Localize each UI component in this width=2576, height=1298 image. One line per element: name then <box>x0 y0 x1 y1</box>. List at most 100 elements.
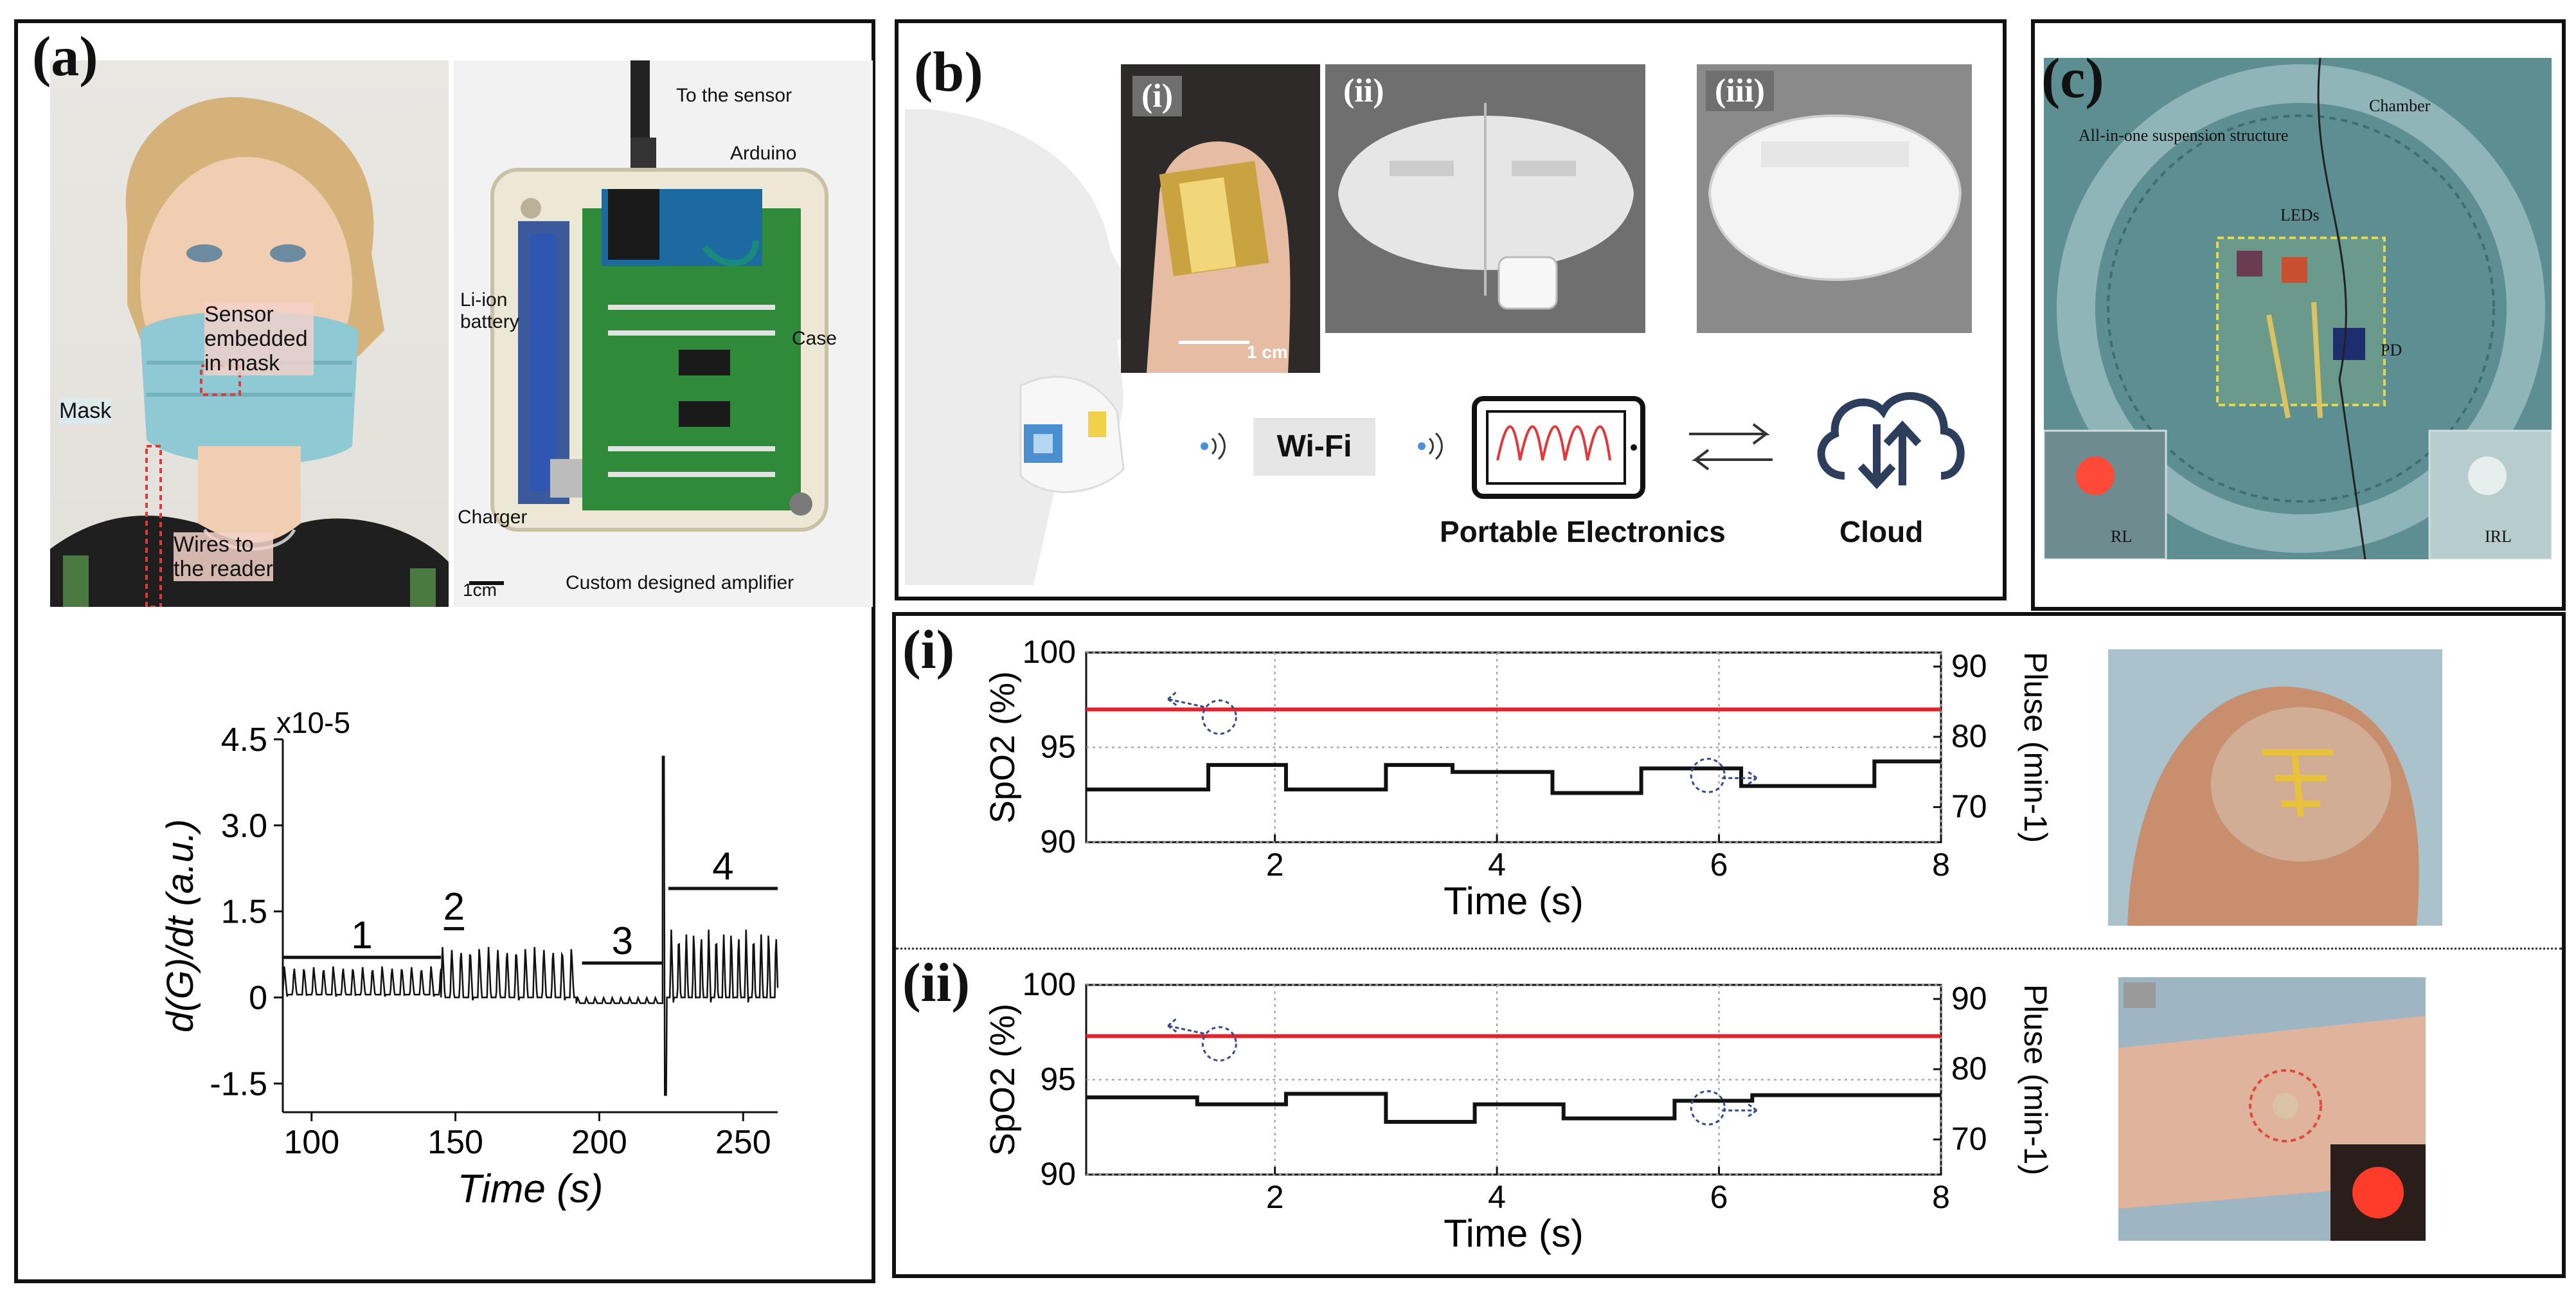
oximeter-illustration <box>2044 58 2552 559</box>
y-axis-label: d(G)/dt (a.u.) <box>159 819 201 1032</box>
y-tick-label: 95 <box>1040 729 1076 765</box>
spo2-axis-arrow <box>1167 1017 1204 1035</box>
li-ion-annotation: Li-ion battery <box>460 289 519 332</box>
mannequin-head <box>905 109 1162 585</box>
y-tick-label: 90 <box>1040 824 1076 860</box>
y-tick-label: 4.5 <box>221 721 267 759</box>
segment-label: 2 <box>443 885 465 928</box>
panel-b-sub-i: (i) <box>1132 76 1183 116</box>
wires-annotation: Wires to the reader <box>174 532 273 581</box>
y-tick-label: -1.5 <box>210 1065 267 1103</box>
panel-b-label: (b) <box>914 41 983 104</box>
x-tick-label: 250 <box>715 1124 771 1161</box>
x-tick-label: 6 <box>1710 1179 1728 1215</box>
reader-device-photo <box>454 60 873 607</box>
leds-annotation: LEDs <box>2280 206 2320 224</box>
sync-arrows-icon <box>1689 423 1773 471</box>
pulse-axis-indicator <box>1690 757 1726 793</box>
pulse-oximeter-photo <box>2044 58 2552 559</box>
x-tick-label: 8 <box>1932 1179 1950 1215</box>
panel-d-sub-ii: (ii) <box>902 951 970 1013</box>
wrist-illustration <box>2118 982 2426 1241</box>
x-tick-label: 100 <box>283 1124 339 1161</box>
fingertip-sensor-photo <box>2108 649 2442 926</box>
y2-tick-label: 70 <box>1951 1121 1987 1157</box>
cloud-label: Cloud <box>1839 515 1924 548</box>
to-sensor-annotation: To the sensor <box>676 85 792 106</box>
n95-mask-illustration <box>1338 103 1634 310</box>
mask-inside-illustration <box>1708 114 1962 281</box>
y-tick-label: 95 <box>1040 1061 1076 1097</box>
y-tick-label: 90 <box>1040 1156 1076 1192</box>
arduino-annotation: Arduino <box>730 143 797 164</box>
x-tick-label: 200 <box>571 1124 627 1161</box>
wifi-label: Wi-Fi <box>1253 418 1375 476</box>
pulse-line <box>1086 759 1941 795</box>
y2-tick-label: 90 <box>1951 648 1987 684</box>
irl-annotation: IRL <box>2485 527 2512 546</box>
y2-axis-label: Pluse (min-1) <box>2017 652 2053 843</box>
spo2-axis-arrow <box>1167 690 1204 708</box>
y-tick-label: 0 <box>249 980 267 1017</box>
sensor-annotation: Sensor embedded in mask <box>204 302 314 375</box>
signal-trace <box>282 755 779 1096</box>
mask-n95-photo <box>1325 64 1645 333</box>
y2-tick-label: 80 <box>1951 718 1987 754</box>
pulse-axis-arrow <box>1722 1103 1758 1118</box>
spo2-axis-indicator <box>1201 699 1237 735</box>
y2-axis-label: Pluse (min-1) <box>2017 984 2053 1175</box>
pd-annotation: PD <box>2381 341 2402 359</box>
amplifier-annotation: Custom designed amplifier <box>566 572 794 593</box>
charger-annotation: Charger <box>458 507 528 528</box>
mask-wearer-photo <box>50 60 449 607</box>
y-tick-label: 100 <box>1023 966 1076 1002</box>
y-tick-label: 100 <box>1023 634 1076 670</box>
rl-annotation: RL <box>2111 527 2133 546</box>
y2-tick-label: 80 <box>1951 1050 1987 1086</box>
pulse-axis-indicator <box>1690 1090 1726 1126</box>
mannequin-illustration <box>905 109 1149 585</box>
cloud-icon <box>1817 392 1965 489</box>
fingertip-illustration <box>2127 686 2419 926</box>
panel-a-label: (a) <box>32 26 98 88</box>
x-axis-label: Time (s) <box>458 1167 604 1211</box>
mask-annotation: Mask <box>59 399 112 424</box>
segment-label: 4 <box>712 845 733 888</box>
wrist-sensor-photo <box>2118 977 2426 1241</box>
wifi-signal-icon-2 <box>1418 432 1443 460</box>
x-tick-label: 4 <box>1488 847 1506 883</box>
pulse-axis-arrow <box>1722 770 1758 786</box>
spo2-axis-indicator <box>1201 1026 1237 1062</box>
case-annotation: Case <box>792 328 837 349</box>
x-tick-label: 6 <box>1710 847 1728 883</box>
finger-sensor-illustration <box>1147 141 1291 373</box>
y-multiplier: x10-5 <box>276 706 350 739</box>
x-tick-label: 2 <box>1266 847 1284 883</box>
y2-tick-label: 70 <box>1951 788 1987 824</box>
x-tick-label: 150 <box>427 1124 483 1161</box>
tablet-icon <box>1472 396 1645 499</box>
segment-label: 3 <box>612 919 633 962</box>
segment-label: 1 <box>351 914 372 957</box>
x-tick-label: 8 <box>1932 847 1950 883</box>
scale-bar-label: 1cm <box>463 580 497 600</box>
y-axis-label: SpO2 (%) <box>983 671 1022 824</box>
y-tick-label: 1.5 <box>221 894 267 931</box>
panel-c-label: (c) <box>2041 48 2104 110</box>
x-axis-label: Time (s) <box>1444 879 1584 923</box>
panel-d-divider <box>896 948 2562 950</box>
y-axis-label: SpO2 (%) <box>983 1004 1022 1156</box>
y-tick-label: 3.0 <box>221 807 267 845</box>
y2-tick-label: 90 <box>1951 980 1987 1016</box>
panel-b-sub-ii: (ii) <box>1334 71 1393 111</box>
x-tick-label: 2 <box>1266 1179 1284 1215</box>
suspension-annotation: All-in-one suspension structure <box>2079 126 2289 145</box>
reader-device-illustration <box>469 60 828 585</box>
x-axis-label: Time (s) <box>1444 1212 1584 1255</box>
finger-sensor-photo <box>1121 64 1320 373</box>
chamber-annotation: Chamber <box>2369 96 2431 115</box>
x-tick-label: 4 <box>1488 1179 1506 1215</box>
